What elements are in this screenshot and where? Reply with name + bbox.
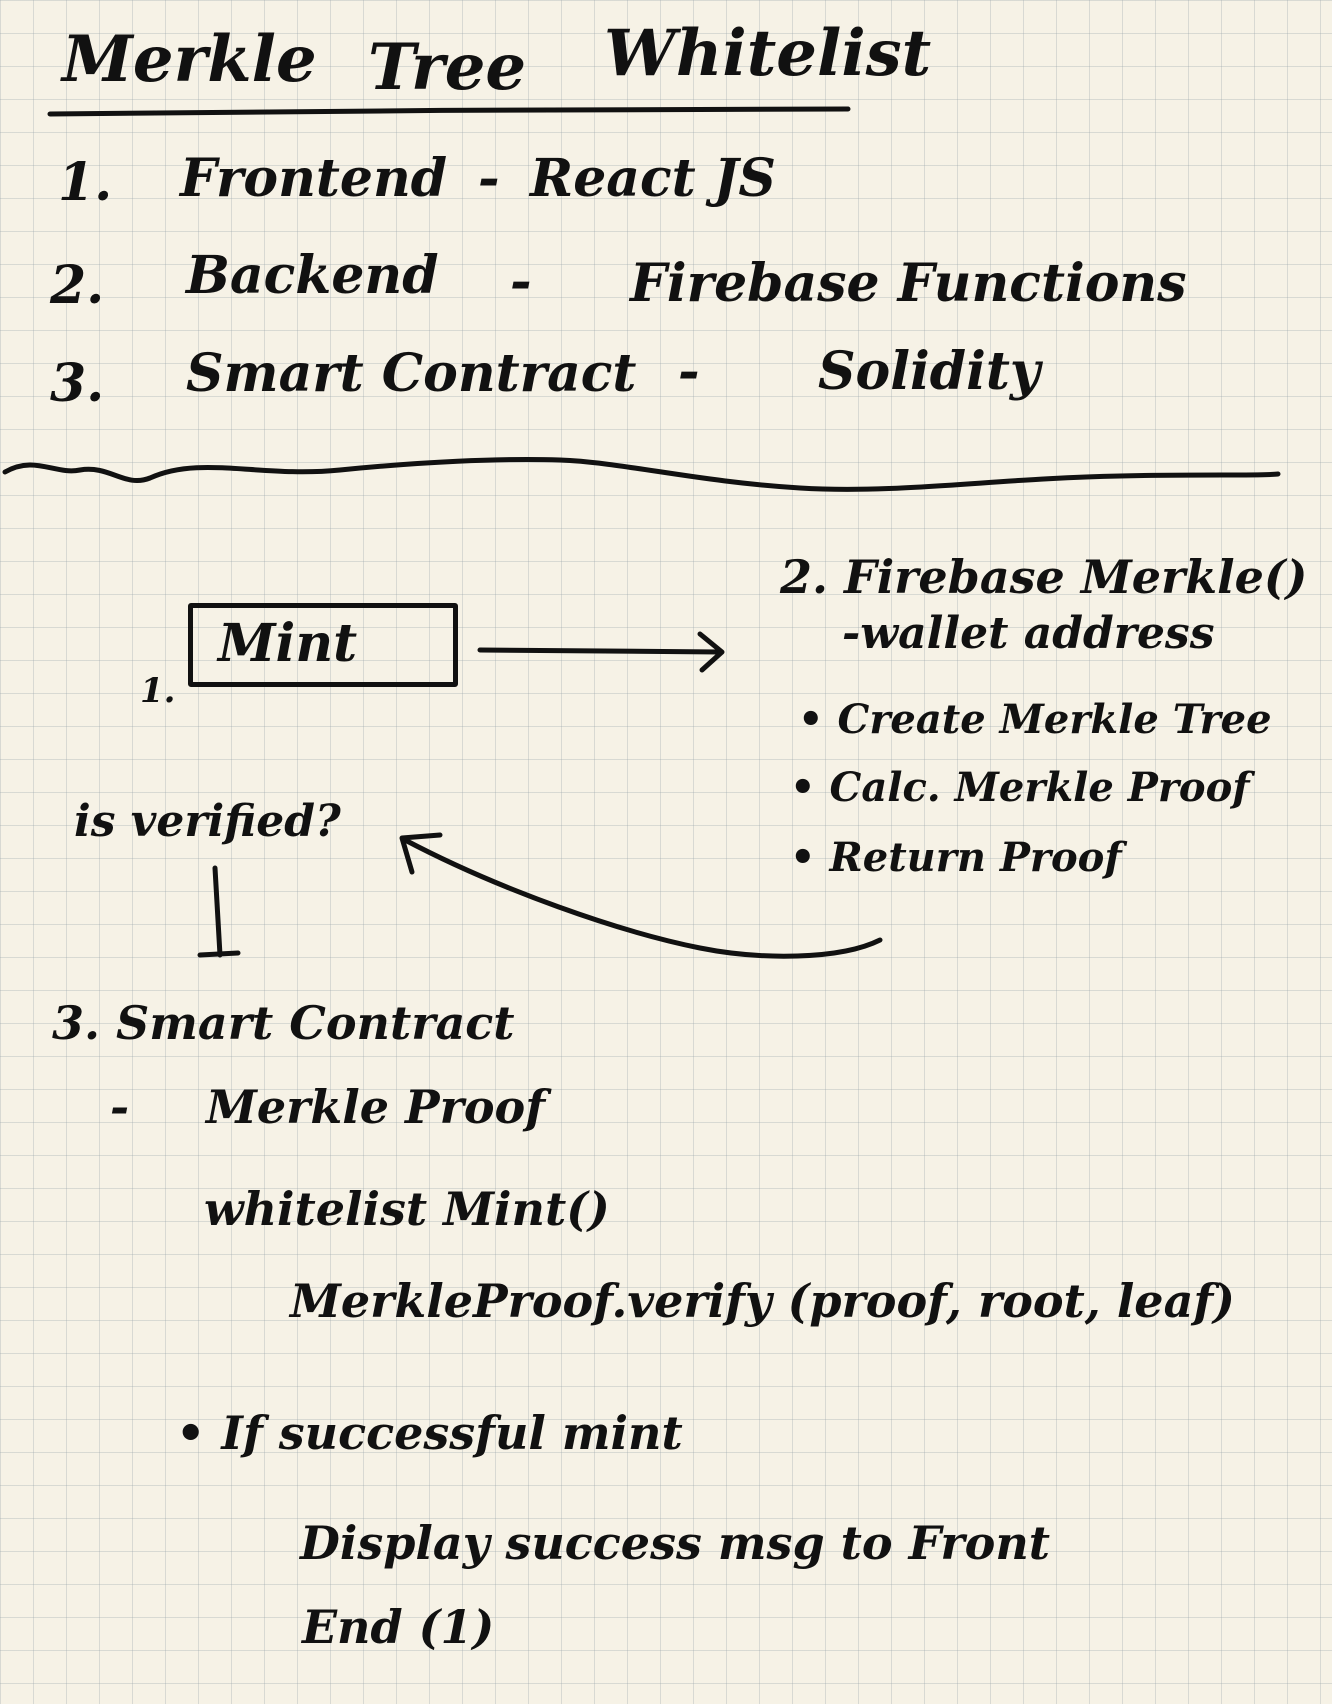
step1-number: 1. [140, 671, 176, 711]
stack-number-3: 3. [50, 353, 105, 414]
verified-down-arrowhead [197, 950, 241, 958]
step2-bullet-1: • Create Merkle Tree [798, 696, 1272, 743]
stack-layer-frontend: Frontend [180, 148, 448, 209]
stack-tech-solidity: Solidity [818, 341, 1041, 402]
title-word-merkle: Merkle [62, 22, 317, 97]
proof-return-arrowhead [399, 832, 443, 875]
stack-tech-react: React JS [530, 148, 776, 209]
stack-layer-backend: Backend [186, 245, 439, 306]
success-action-line2: End (1) [302, 1600, 495, 1654]
proof-return-arrow [402, 837, 883, 959]
mint-to-firebase-arrow [477, 647, 723, 655]
stack-dash-1: - [478, 148, 500, 209]
title-underline [47, 106, 851, 117]
mint-button-sketch [188, 603, 458, 687]
step2-bullet-1-text: Create Merkle Tree [837, 696, 1272, 743]
step2-bullet-3: • Return Proof [790, 834, 1122, 881]
section-divider-wavy [2, 457, 1281, 492]
stack-layer-smart-contract: Smart Contract [186, 343, 637, 404]
success-action-line1: Display success msg to Front [300, 1516, 1051, 1570]
step2-param: -wallet address [842, 608, 1215, 659]
success-condition: • If successful mint [176, 1406, 683, 1460]
verified-question: is verified? [74, 796, 341, 847]
step2-bullet-3-text: Return Proof [829, 834, 1122, 881]
mint-to-firebase-arrowhead [697, 631, 725, 673]
step3-param: Merkle Proof [206, 1080, 546, 1134]
stack-dash-2: - [510, 251, 532, 312]
function-name: whitelist Mint() [204, 1182, 610, 1236]
step2-heading: 2. Firebase Merkle() [780, 550, 1308, 604]
step2-bullet-2-text: Calc. Merkle Proof [829, 764, 1250, 811]
stack-dash-3: - [678, 341, 700, 402]
verified-down-arrow [212, 865, 223, 958]
stack-number-2: 2. [50, 255, 105, 316]
success-condition-text: If successful mint [221, 1406, 683, 1460]
mint-button-label: Mint [218, 613, 358, 674]
stack-tech-firebase: Firebase Functions [630, 253, 1187, 314]
stack-number-1: 1. [58, 152, 113, 213]
step2-bullet-2: • Calc. Merkle Proof [790, 764, 1250, 811]
verify-call: MerkleProof.verify (proof, root, leaf) [290, 1274, 1235, 1328]
step3-dash: - [110, 1080, 130, 1134]
title-word-whitelist: Whitelist [604, 16, 932, 91]
step3-heading: 3. Smart Contract [52, 996, 515, 1050]
title-word-tree: Tree [368, 30, 527, 105]
